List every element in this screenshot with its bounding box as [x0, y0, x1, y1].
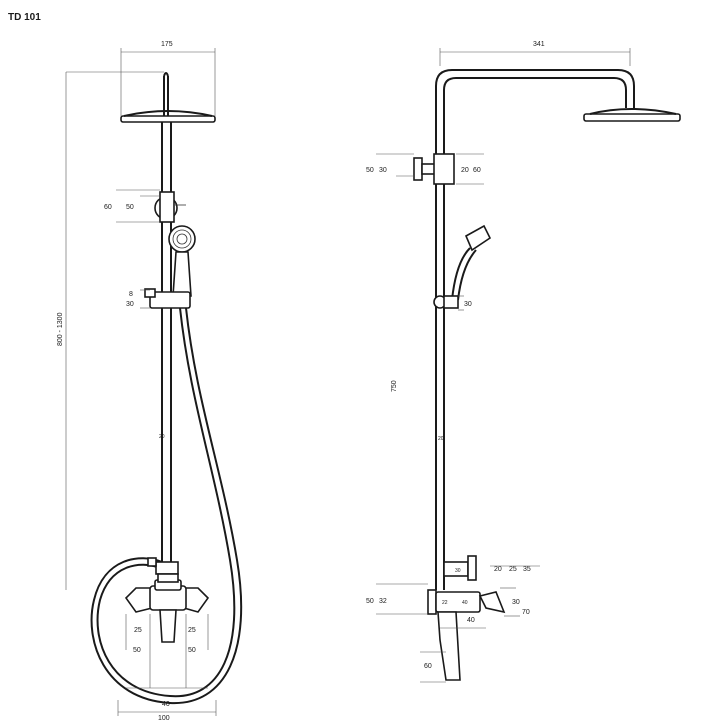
dim-bracket-left-b: 30	[379, 167, 387, 174]
dim-bracket-left-a: 50	[366, 167, 374, 174]
side-view: 341 50 30 20 60 30 750 20 30 20 25 35 50…	[366, 41, 681, 683]
dim-riser-length: 750	[391, 380, 398, 392]
riser-pipe-side	[435, 184, 445, 590]
dim-spout-length: 40	[467, 617, 475, 624]
riser-pipe	[161, 122, 172, 562]
dim-slider-h2: 30	[126, 301, 134, 308]
dim-left-handle: 25	[134, 627, 142, 634]
dim-diverter-b: 20	[494, 566, 502, 573]
dim-diverter-c: 25	[509, 566, 517, 573]
dim-mixer-left-b: 32	[379, 598, 387, 605]
dim-mixer-inner-a: 22	[442, 600, 448, 606]
dim-mixer-right-a: 30	[512, 599, 520, 606]
front-view: 175 60 50 8 30 800 - 1300 20 25 25 50 50…	[57, 41, 243, 722]
dim-spout-drop: 60	[424, 663, 432, 670]
shower-hose	[90, 307, 243, 705]
dim-head-width: 175	[161, 41, 173, 48]
dim-slider-h1: 8	[129, 291, 133, 298]
dim-right-handle: 25	[188, 627, 196, 634]
wall-bracket	[154, 191, 186, 223]
dim-slider-depth: 30	[464, 301, 472, 308]
dim-diverter-a: 30	[455, 568, 461, 574]
drawing-title: TD 101	[8, 12, 41, 23]
dim-left-depth: 50	[133, 647, 141, 654]
diverter-side	[443, 555, 477, 581]
dim-mount-h2: 50	[126, 204, 134, 211]
dim-height-range: 800 - 1300	[57, 312, 64, 346]
slider-holder	[144, 288, 191, 309]
dim-diverter-d: 35	[523, 566, 531, 573]
dim-arm-length: 341	[533, 41, 545, 48]
overhead-shower-head-side	[583, 108, 681, 122]
mixer-side	[427, 589, 506, 681]
dim-mixer-inner-b: 40	[462, 600, 468, 606]
hand-shower	[168, 225, 196, 297]
wall-bracket-side	[413, 153, 455, 185]
dim-mixer-left-a: 50	[366, 598, 374, 605]
hand-shower-side	[451, 224, 492, 301]
dim-body-width: 40	[162, 701, 170, 708]
shower-arm	[435, 69, 635, 160]
dim-pipe-small: 20	[159, 434, 165, 440]
dim-mixer-right-b: 70	[522, 609, 530, 616]
dim-bracket-right-b: 60	[473, 167, 481, 174]
dim-bracket-right-a: 20	[461, 167, 469, 174]
dim-right-depth: 50	[188, 647, 196, 654]
slider-holder-side	[433, 295, 459, 309]
dim-pipe-small-side: 20	[438, 436, 444, 442]
side-dimensions	[376, 48, 631, 683]
mixer-body	[124, 573, 210, 643]
overhead-shower-head	[120, 72, 216, 123]
dim-total-width: 100	[158, 715, 170, 722]
front-dimensions	[65, 48, 217, 716]
dim-mount-h1: 60	[104, 204, 112, 211]
